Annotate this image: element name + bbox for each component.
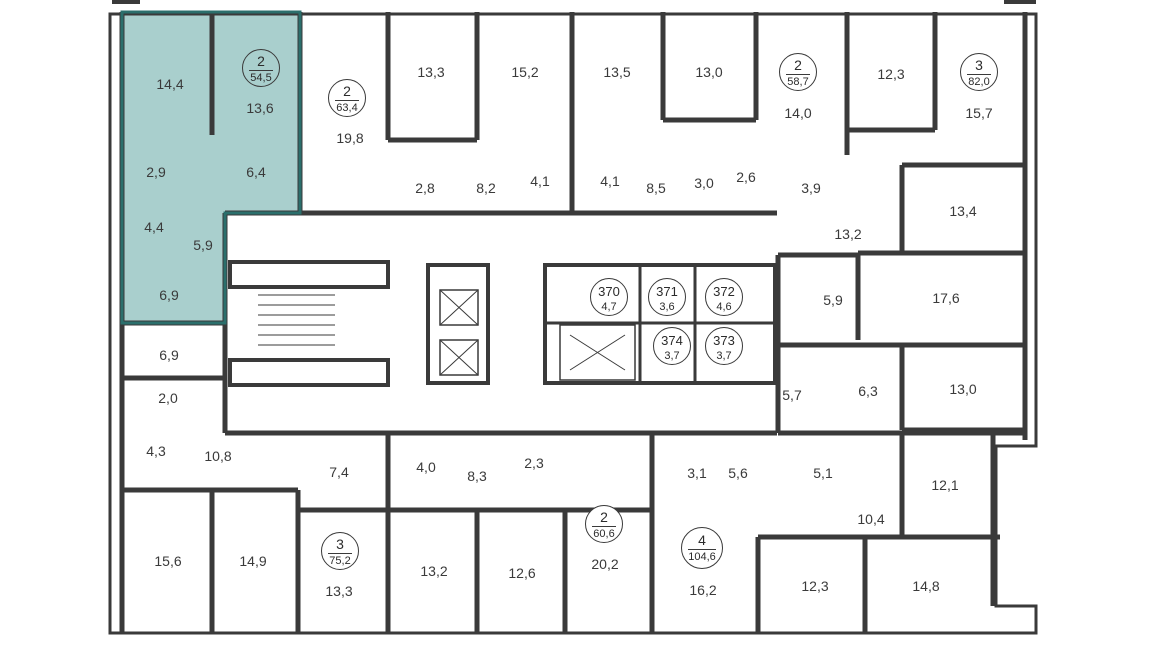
room-area-label: 2,8 [415,180,435,196]
room-area-label: 3,1 [687,465,707,481]
apartment-area: 63,4 [335,100,359,114]
room-area-label: 12,3 [801,578,829,594]
storage-unit-number: 370 [598,284,620,299]
apartment-rooms: 2 [343,83,351,99]
storage-unit-number: 371 [656,284,678,299]
room-area-label: 15,7 [965,105,993,121]
apartment-area: 60,6 [592,526,616,540]
room-area-label: 2,6 [736,169,756,185]
room-area-label: 20,2 [591,556,619,572]
room-area-label: 2,9 [146,164,166,180]
room-area-label: 13,2 [420,563,448,579]
room-area-label: 3,0 [694,175,714,191]
room-area-label: 5,9 [823,292,843,308]
room-area-label: 14,8 [912,578,940,594]
apartment-rooms: 2 [794,57,802,73]
room-area-label: 13,2 [834,226,862,242]
room-area-label: 14,4 [156,76,184,92]
room-area-label: 5,9 [193,237,213,253]
apartment-area: 104,6 [688,549,716,563]
room-area-label: 12,3 [877,66,905,82]
room-area-label: 14,0 [784,105,812,121]
room-area-label: 4,1 [530,173,550,189]
apartment-rooms: 3 [336,536,344,552]
storage-unit-number: 372 [713,284,735,299]
storage-unit-area: 3,7 [716,350,732,362]
room-area-label: 6,3 [858,383,878,399]
apartment-rooms: 3 [975,57,983,73]
storage-unit-area: 3,6 [659,301,675,313]
room-area-label: 5,6 [728,465,748,481]
storage-unit-number: 373 [713,333,735,348]
room-area-label: 10,8 [204,448,232,464]
walls [108,0,1038,635]
room-area-label: 13,4 [949,203,977,219]
apartment-area: 54,5 [249,70,273,84]
room-area-label: 7,4 [329,464,349,480]
room-area-label: 6,4 [246,164,266,180]
room-area-label: 8,5 [646,180,666,196]
room-area-label: 3,9 [801,180,821,196]
room-area-label: 6,9 [159,347,179,363]
building-core [228,260,777,387]
room-area-label: 14,9 [239,553,267,569]
room-area-label: 8,3 [467,468,487,484]
room-area-label: 4,1 [600,173,620,189]
storage-unit-area: 3,7 [664,350,680,362]
room-area-label: 4,0 [416,459,436,475]
room-area-label: 13,3 [325,583,353,599]
apartment-area: 75,2 [328,553,352,567]
apartment-area: 58,7 [786,74,810,88]
room-area-label: 13,6 [246,100,274,116]
room-area-label: 5,7 [782,387,802,403]
room-area-label: 13,3 [417,64,445,80]
room-area-label: 13,0 [949,381,977,397]
storage-unit-area: 4,7 [601,301,617,313]
apartment-rooms: 2 [257,53,265,69]
room-area-label: 17,6 [932,290,960,306]
room-area-label: 15,2 [511,64,539,80]
apartment-rooms: 4 [698,532,706,548]
room-area-label: 5,1 [813,465,833,481]
room-area-label: 2,0 [158,390,178,406]
apartment-rooms: 2 [600,509,608,525]
room-area-label: 13,0 [695,64,723,80]
room-area-label: 4,4 [144,219,164,235]
room-area-label: 13,5 [603,64,631,80]
room-area-label: 12,6 [508,565,536,581]
apartment-area: 82,0 [967,74,991,88]
room-area-label: 19,8 [336,130,364,146]
room-area-label: 8,2 [476,180,496,196]
room-area-label: 4,3 [146,443,166,459]
room-area-label: 16,2 [689,582,717,598]
storage-unit-number: 374 [661,333,683,348]
room-area-label: 2,3 [524,455,544,471]
room-area-label: 15,6 [154,553,182,569]
room-area-label: 12,1 [931,477,959,493]
storage-unit-area: 4,6 [716,301,732,313]
room-area-label: 6,9 [159,287,179,303]
room-area-label: 10,4 [857,511,885,527]
